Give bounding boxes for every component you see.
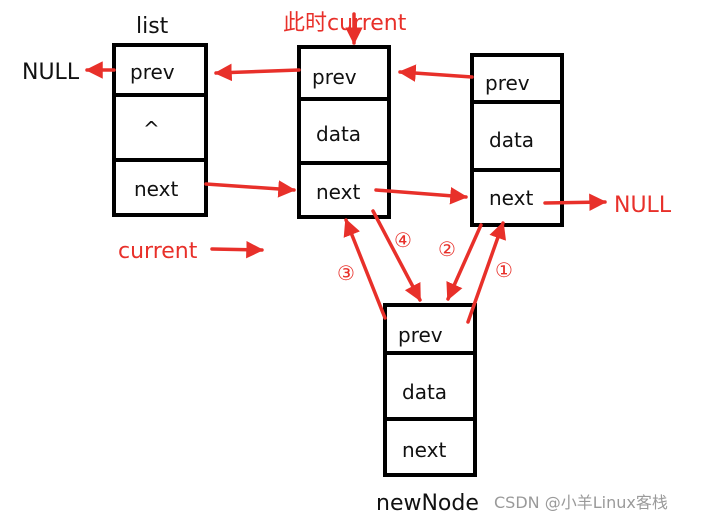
step-2-arrow [446,223,483,301]
new-node: prev data next [383,303,477,477]
new-node-label: newNode [376,491,479,516]
step-4-marker: ④ [394,228,412,252]
right-node: prev data next [470,53,564,227]
new-node-data-field: data [402,380,447,404]
right-node-box [470,53,564,227]
null-right-label: NULL [614,193,672,218]
list-label: list [136,14,169,39]
current-node-box [297,45,391,219]
list-next-field: next [134,177,178,201]
current-prev-to-list-arrow [214,63,301,82]
current-node: prev data next [297,45,391,219]
current-next-field: next [316,180,360,204]
list-node: prev ^ next [112,43,208,217]
step-3-arrow [343,218,387,320]
list-node-box [112,43,208,217]
step-1-arrow [466,221,506,324]
current-pointer-arrow [210,240,264,259]
right-data-field: data [489,128,534,152]
new-node-box [383,303,477,477]
right-prev-field: prev [485,71,530,95]
step-3-marker: ③ [337,261,355,285]
current-next-to-right-arrow [374,187,468,205]
right-next-to-null-arrow [543,193,607,212]
current-now-label: 此时current [283,11,407,36]
list-prev-field: prev [130,60,175,84]
current-prev-field: prev [312,65,357,89]
right-next-field: next [489,186,533,210]
new-node-next-field: next [402,438,446,462]
current-label: current [118,239,198,264]
step-4-arrow [371,209,422,302]
null-left-label: NULL [22,60,80,85]
step-1-marker: ① [495,258,513,282]
current-data-field: data [316,122,361,146]
list-data-field: ^ [143,117,160,141]
step-2-marker: ② [438,237,456,261]
watermark-text: CSDN @小羊Linux客栈 [494,493,668,512]
list-next-to-current-arrow [204,180,296,198]
new-node-prev-field: prev [398,323,443,347]
right-prev-to-current-arrow [398,64,474,82]
